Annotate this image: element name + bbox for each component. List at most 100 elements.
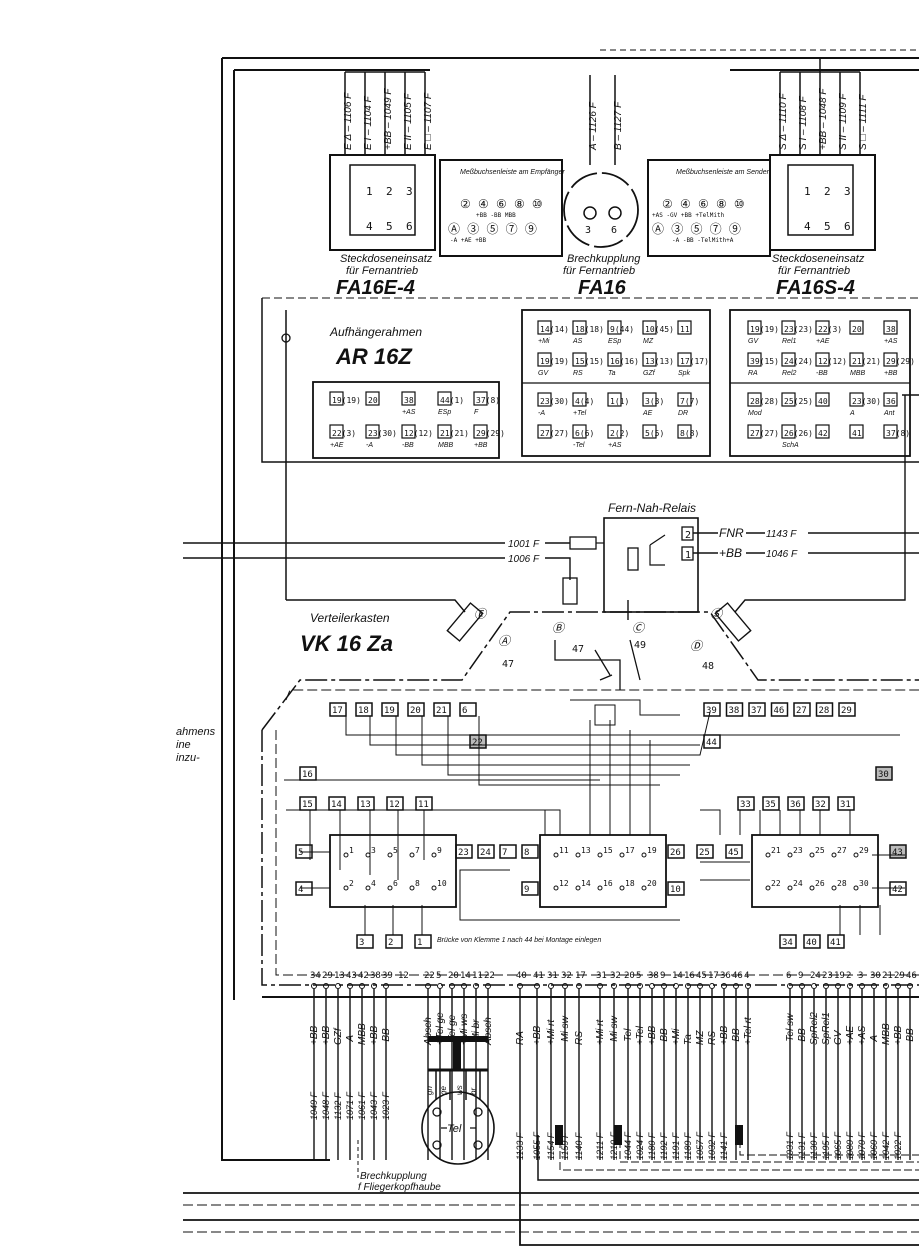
connector-pin [781, 352, 796, 367]
terminal-label: 26 [670, 848, 681, 858]
bottom-term-num: 22 [484, 971, 495, 981]
vk-name: VK 16 Za [300, 631, 393, 656]
svg-text:inzu-: inzu- [176, 752, 200, 764]
terminal-label: 14 [331, 800, 342, 810]
connector-pin-label: 37(8) [476, 396, 500, 405]
terminal-label: 45 [728, 848, 739, 858]
bottom-signal: +BB [309, 1025, 320, 1045]
connector-signal: +AS [402, 409, 416, 416]
vk-label: Verteilerkasten [310, 611, 390, 625]
bottom-term-num: 14 [460, 971, 471, 981]
bottom-wire-num: 1055 F [532, 1131, 542, 1160]
terminal-label: 46 [774, 706, 785, 716]
relay-pin-label: 19 [647, 846, 657, 855]
connector-signal: ESp [608, 338, 621, 345]
relay-pin-label: 6 [393, 879, 398, 888]
bottom-signal: -Mi sw [609, 1015, 620, 1045]
relay-pin [831, 885, 837, 891]
terminal [521, 881, 539, 896]
connector-pin [815, 320, 830, 335]
connector-pin [473, 424, 488, 439]
connector-pin [815, 424, 830, 439]
terminal-label: 16 [302, 770, 313, 780]
mess-sender: Meßbuchsenleiste am Sender ② ④ ⑥ ⑧ ⑩ +AS… [647, 159, 771, 257]
connector-signal: +AE [816, 338, 830, 345]
terminal [703, 702, 721, 717]
ar-name: AR 16Z [335, 344, 413, 369]
headset-tel: Tel [447, 1123, 462, 1135]
bottom-signal: +BB [532, 1025, 543, 1045]
terminal-label: 31 [840, 800, 851, 810]
connector-signal: MBB [438, 442, 454, 449]
svg-text:ahmens: ahmens [176, 726, 216, 738]
wire-label-left: E □ – 1107 F [423, 92, 434, 150]
svg-text:Ⓢ: Ⓢ [710, 607, 724, 621]
relay-pin-label: 29 [859, 846, 869, 855]
stecker-right-caption1: Steckdoseneinsatz [772, 253, 865, 265]
relay-pin [765, 852, 771, 858]
svg-text:gn: gn [425, 1086, 434, 1095]
brech-name: FA16 [578, 277, 627, 299]
bottom-wire-num: 1044 F [623, 1131, 633, 1160]
connector-pin-label: 2(2) [610, 429, 629, 438]
svg-text:+AS -GV +BB +TelMith: +AS -GV +BB +TelMith [652, 212, 725, 219]
connector-pin [677, 320, 692, 335]
terminal [355, 702, 373, 717]
bottom-wire-num: 1042 F [881, 1131, 891, 1160]
bottom-term-num: 11 [472, 971, 483, 981]
bottom-term-num: 16 [684, 971, 695, 981]
bottom-signal: -Mi br [471, 1019, 482, 1045]
bottom-terminal [799, 983, 805, 989]
bottom-signal: GV [833, 1029, 844, 1045]
wire-label-right: S II – 1109 F [838, 93, 849, 150]
relay-pin [853, 885, 859, 891]
bottom-term-num: 22 [424, 971, 435, 981]
connector-pin [642, 320, 657, 335]
bottom-wire-num: 1140 F [574, 1132, 584, 1160]
relay-pin [765, 885, 771, 891]
terminal-label: 4 [298, 885, 303, 895]
bottom-term-num: 41 [533, 971, 544, 981]
bottom-terminal [335, 983, 341, 989]
connector-pin [849, 352, 864, 367]
wire-label-mid: A – 1126 F [588, 101, 599, 151]
bottom-signal: +BB [369, 1025, 380, 1045]
connector-pin [815, 352, 830, 367]
connector-pin-label: 5(5) [645, 429, 664, 438]
terminal-label: 43 [892, 848, 903, 858]
connector-pin [642, 392, 657, 407]
relay-pin-label: 24 [793, 879, 803, 888]
terminal-label: 22 [472, 738, 483, 748]
terminal-label: 42 [892, 885, 903, 895]
bottom-signal: -A [869, 1035, 880, 1045]
connector-signal: Ant [883, 410, 896, 417]
bottom-wire-num: 1130 F [809, 1132, 819, 1160]
relay-pin-label: 3 [371, 846, 376, 855]
bottom-term-num: 43 [346, 971, 357, 981]
bottom-wire-num: 1043 F [369, 1091, 379, 1120]
relay-pin [343, 885, 349, 891]
bottom-terminal [461, 983, 467, 989]
bottom-term-num: 17 [708, 971, 719, 981]
bottom-term-num: 29 [322, 971, 333, 981]
bottom-wire-num: 1141 F [719, 1132, 729, 1160]
wire-label-left: +BB – 1049 F [383, 88, 394, 150]
connector-pin [781, 320, 796, 335]
connector-pin [883, 392, 898, 407]
connector-pin-label: 8(8) [680, 429, 699, 438]
connector-pin-label: 37(8) [886, 429, 910, 438]
feed-wires: 1001 F 1006 F [183, 536, 604, 605]
bottom-term-num: 5 [436, 971, 441, 981]
bottom-signal: +BB [321, 1025, 332, 1045]
bottom-terminal [883, 983, 889, 989]
wire-label-left: E II – 1105 F [403, 93, 414, 150]
bottom-terminal [859, 983, 865, 989]
svg-text:49: 49 [634, 640, 646, 651]
bottom-wire-num: 1191 F [671, 1132, 681, 1160]
svg-text:6: 6 [611, 225, 617, 236]
terminal [459, 702, 477, 717]
relay-pin [575, 852, 581, 858]
connector-pin-label: 15(15) [575, 357, 604, 366]
svg-text:② ④ ⑥ ⑧ ⑩: ② ④ ⑥ ⑧ ⑩ [662, 197, 745, 211]
